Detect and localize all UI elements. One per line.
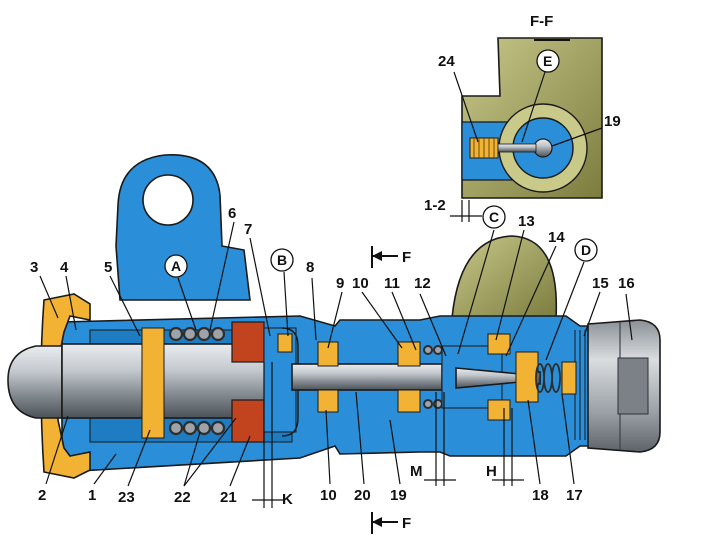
spring-assembly [168, 321, 299, 443]
ff-label-e: E [543, 53, 552, 69]
dust-boot [40, 293, 91, 479]
valve-seat-17 [515, 351, 539, 403]
circle-a [164, 254, 188, 278]
callout-5: 5 [104, 259, 112, 276]
seal-10b [397, 389, 421, 413]
callout-22: 22 [174, 489, 191, 506]
piston-head [7, 345, 63, 419]
callout-17: 17 [566, 487, 583, 504]
callout-9: 9 [336, 275, 344, 292]
callout-7: 7 [244, 221, 252, 238]
ff-label-24: 24 [438, 53, 455, 70]
cap-hex-recess [617, 357, 649, 415]
callout-18: 18 [532, 487, 549, 504]
mounting-hole [142, 174, 194, 226]
callout-15: 15 [592, 275, 609, 292]
seal-10a [317, 389, 339, 413]
ff-title: F-F [530, 13, 553, 30]
section-mark-top: F [402, 249, 411, 266]
callout-b: B [277, 252, 287, 268]
callout-6: 6 [228, 205, 236, 222]
seal-7 [277, 333, 293, 353]
rubber-ring-top [231, 321, 265, 363]
callout-23: 23 [118, 489, 135, 506]
seal-13 [487, 333, 511, 355]
seal-11 [397, 341, 421, 367]
seal-9 [317, 341, 339, 367]
callout-20: 20 [354, 487, 371, 504]
callout-13: 13 [518, 213, 535, 230]
ff-pin [497, 143, 537, 153]
ff-label-19: 19 [604, 113, 621, 130]
ff-circle-c [482, 205, 506, 229]
callout-10-top: 10 [352, 275, 369, 292]
section-view-ff: F-F 24 E 19 1-2 C [424, 13, 621, 229]
mounting-ear [115, 154, 251, 301]
callout-21: 21 [220, 489, 237, 506]
callout-12: 12 [414, 275, 431, 292]
callout-d: D [581, 242, 591, 258]
rod-20 [291, 363, 443, 391]
callout-m: M [410, 463, 423, 480]
callout-k: K [282, 491, 293, 508]
callouts-top: 3 4 5 A 6 7 B 8 9 10 11 12 13 14 D 15 16 [30, 205, 635, 292]
ff-rod-section [533, 138, 553, 158]
callout-2: 2 [38, 487, 46, 504]
plunger-rod [291, 341, 443, 413]
section-marks: F F [402, 249, 411, 532]
callouts-bottom: 2 1 23 22 21 K 10 20 19 M H 18 17 [38, 463, 583, 508]
rubber-ring-bottom [231, 399, 265, 443]
seal-14 [487, 399, 511, 421]
callout-4: 4 [60, 259, 69, 276]
leader-lines [39, 221, 633, 534]
callout-8: 8 [306, 259, 314, 276]
ff-label-c: C [489, 209, 499, 225]
seal-23 [141, 327, 165, 439]
callout-14: 14 [548, 229, 565, 246]
section-mark-bottom: F [402, 515, 411, 532]
callout-11: 11 [384, 275, 400, 292]
callout-3: 3 [30, 259, 38, 276]
callout-10-bottom: 10 [320, 487, 337, 504]
callout-1: 1 [88, 487, 96, 504]
circle-b [270, 248, 294, 272]
seal-15 [561, 361, 577, 395]
bracket [451, 235, 558, 319]
ff-label-1-2: 1-2 [424, 197, 446, 214]
callout-19: 19 [390, 487, 407, 504]
valve-assembly [441, 333, 577, 421]
circle-d [574, 238, 598, 262]
ff-circle-e [536, 49, 560, 73]
callout-h: H [486, 463, 497, 480]
callout-a: A [171, 258, 181, 274]
callout-16: 16 [618, 275, 635, 292]
